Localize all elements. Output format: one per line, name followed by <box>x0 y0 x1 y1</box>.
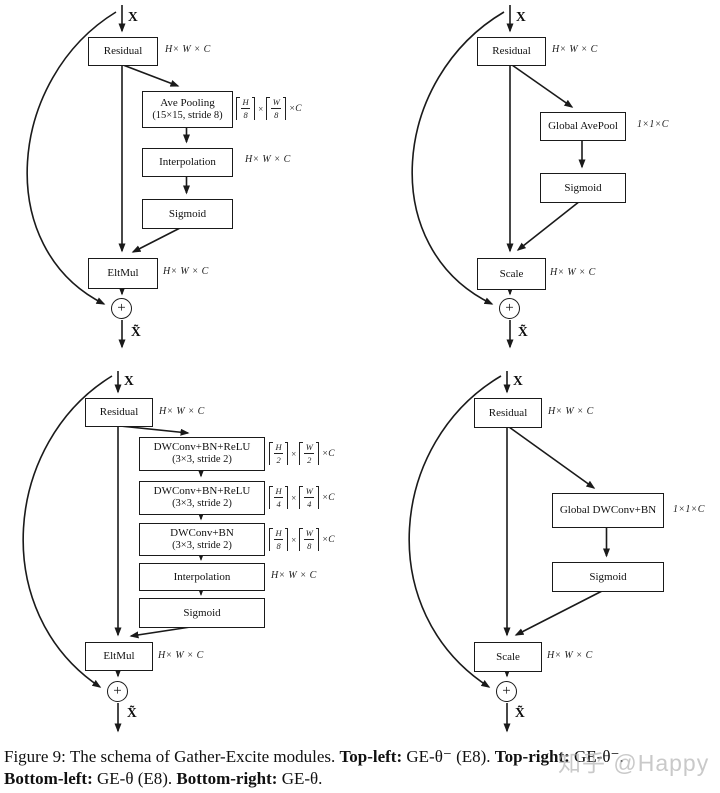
output-label: X̃ <box>131 324 141 339</box>
add-junction: + <box>496 681 517 702</box>
ceil-bracket <box>284 442 289 465</box>
add-junction: + <box>499 298 520 319</box>
input-label: X <box>516 9 526 24</box>
ceil-bracket <box>299 528 303 551</box>
add-icon: + <box>117 300 126 316</box>
ceil-bracket <box>299 442 303 465</box>
ceil-bracket <box>266 97 270 120</box>
residual-box: Residual <box>85 398 153 427</box>
ave-pooling-box: Ave Pooling (15×15, stride 8) <box>142 91 233 128</box>
global-avepool-box: Global AvePool <box>540 112 626 141</box>
eltmul-box: EltMul <box>88 258 158 289</box>
add-icon: + <box>505 300 514 316</box>
ceil-bracket <box>299 486 303 509</box>
ceil-bracket <box>315 528 320 551</box>
dimension-label: H× W × C <box>165 44 211 55</box>
ceil-bracket <box>284 486 289 509</box>
eltmul-box: EltMul <box>85 642 153 671</box>
output-label: X̃ <box>518 324 528 339</box>
caption-entry-label: Top-left: <box>339 747 403 766</box>
dimension-label: H× W × C <box>550 267 596 278</box>
interpolation-box: Interpolation <box>142 148 233 177</box>
caption-entry-value: GE-θ. <box>281 769 323 788</box>
dwconv-bn-box: DWConv+BN (3×3, stride 2) <box>139 523 265 556</box>
add-icon: + <box>502 683 511 699</box>
input-label: X <box>128 9 138 24</box>
interpolation-box: Interpolation <box>139 563 265 591</box>
figure-number: Figure 9: <box>4 747 66 766</box>
ceil-bracket <box>269 442 273 465</box>
dimension-label: H× W × C <box>548 406 594 417</box>
add-junction: + <box>111 298 132 319</box>
input-label: X <box>124 373 134 388</box>
caption-description: The schema of Gather-Excite modules. <box>69 747 336 766</box>
dimension-label: H× W × C <box>158 650 204 661</box>
add-junction: + <box>107 681 128 702</box>
output-label: X̃ <box>127 705 137 720</box>
zhihu-watermark: 知乎 @Happy <box>558 750 710 776</box>
sigmoid-box: Sigmoid <box>139 598 265 628</box>
sigmoid-box: Sigmoid <box>142 199 233 229</box>
output-label: X̃ <box>515 705 525 720</box>
caption-entry-label: Top-right: <box>494 747 570 766</box>
sigmoid-box: Sigmoid <box>552 562 664 592</box>
dwconv-bn-relu-box-1: DWConv+BN+ReLU (3×3, stride 2) <box>139 437 265 471</box>
figure-caption-line-1: Figure 9: The schema of Gather-Excite mo… <box>4 747 624 767</box>
ceil-bracket <box>315 486 320 509</box>
residual-box: Residual <box>474 398 542 428</box>
dimension-label: H× W × C <box>271 570 317 581</box>
connector-lines <box>22 5 610 733</box>
caption-entry-value: GE-θ⁻ (E8). <box>406 747 491 766</box>
sigmoid-box: Sigmoid <box>540 173 626 203</box>
input-label: X <box>513 373 523 388</box>
ceil-bracket <box>236 97 240 120</box>
ceil-bracket <box>284 528 289 551</box>
dimension-label: 1×1×C <box>637 119 669 130</box>
caption-entry-label: Bottom-right: <box>176 769 278 788</box>
residual-box: Residual <box>477 37 546 66</box>
dwconv-bn-relu-box-2: DWConv+BN+ReLU (3×3, stride 2) <box>139 481 265 515</box>
dimension-label: H× W × C <box>159 406 205 417</box>
residual-box: Residual <box>88 37 158 66</box>
caption-entry-value: GE-θ (E8). <box>97 769 173 788</box>
ceil-bracket <box>269 486 273 509</box>
figure-caption-line-2: Bottom-left: GE-θ (E8). Bottom-right: GE… <box>4 769 322 789</box>
dimension-label: H× W × C <box>552 44 598 55</box>
dimension-label: H× W × C <box>547 650 593 661</box>
add-icon: + <box>113 683 122 699</box>
scale-box: Scale <box>474 642 542 672</box>
scale-box: Scale <box>477 258 546 290</box>
dimension-label: H× W × C <box>163 266 209 277</box>
caption-entry-label: Bottom-left: <box>4 769 93 788</box>
ceil-bracket <box>315 442 320 465</box>
global-dwconv-bn-box: Global DWConv+BN <box>552 493 664 528</box>
dimension-label: H× W × C <box>245 154 291 165</box>
ceil-bracket <box>269 528 273 551</box>
ceil-bracket <box>251 97 256 120</box>
dimension-label: 1×1×C <box>673 504 705 515</box>
ceil-bracket <box>282 97 287 120</box>
caption-entry-value: GE-θ⁻. <box>574 747 624 766</box>
